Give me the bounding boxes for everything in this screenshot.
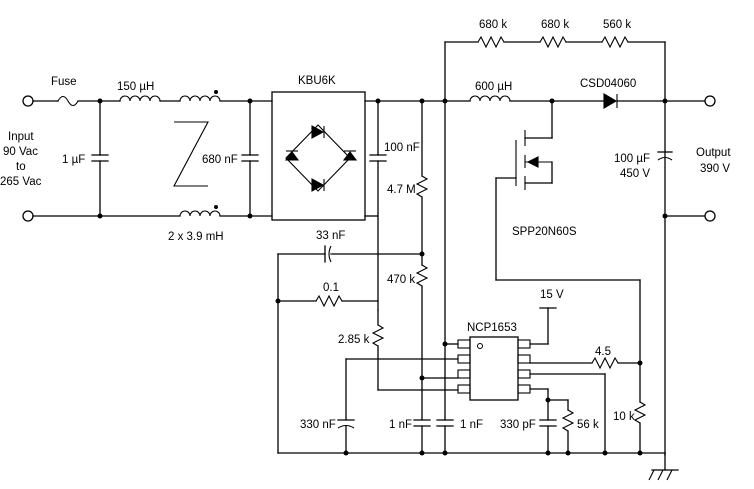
label-input-1: Input xyxy=(8,131,34,143)
label-choke: 2 x 3.9 mH xyxy=(168,231,224,243)
label-res-4r5: 4.5 xyxy=(595,346,611,358)
label-bridge: KBU6K xyxy=(298,75,336,87)
label-res-560k: 560 k xyxy=(603,19,631,31)
label-cap-1n-a: 1 nF xyxy=(389,419,412,431)
choke-top xyxy=(179,95,221,102)
label-cap-680n: 680 nF xyxy=(202,154,238,166)
bridge-rectifier: KBU6K xyxy=(271,75,366,221)
label-input-3: to xyxy=(16,161,26,173)
label-cap-33n: 33 nF xyxy=(316,230,345,242)
ic-body xyxy=(469,336,519,401)
choke-bottom xyxy=(179,210,221,217)
label-cap-330n: 330 nF xyxy=(300,419,336,431)
inductor-600uh xyxy=(469,95,511,102)
label-mosfet: SPP20N60S xyxy=(512,226,577,238)
label-res-10k: 10 k xyxy=(613,411,635,423)
label-res-2k85: 2.85 k xyxy=(338,334,370,346)
label-input-2: 90 Vac xyxy=(3,146,38,158)
label-output-1: Output xyxy=(696,147,731,159)
label-cap-out-2: 450 V xyxy=(620,168,650,180)
label-inductor-pfc: 600 µH xyxy=(475,81,512,93)
label-res-680k-a: 680 k xyxy=(479,19,507,31)
input-terminal-bottom xyxy=(22,210,34,222)
label-cap-in: 1 µF xyxy=(62,154,85,166)
label-cap-out-1: 100 µF xyxy=(614,153,650,165)
fuse-symbol xyxy=(57,95,79,107)
label-cap-1n-b: 1 nF xyxy=(460,419,483,431)
label-cap-100n: 100 nF xyxy=(384,142,420,154)
output-terminal-top xyxy=(704,95,716,107)
label-diode-out: CSD04060 xyxy=(580,78,636,90)
label-fuse: Fuse xyxy=(51,76,77,88)
label-ic: NCP1653 xyxy=(467,322,517,334)
inductor-150uh xyxy=(119,95,161,102)
diode-csd04060 xyxy=(603,93,618,109)
controller-section: NCP1653 15 V 4.5 10 k xyxy=(277,289,679,481)
label-inductor-in: 150 µH xyxy=(117,81,154,93)
label-output-2: 390 V xyxy=(700,163,730,175)
label-res-680k-b: 680 k xyxy=(541,19,569,31)
output-terminal-bottom xyxy=(704,210,716,222)
label-res-4m7: 4.7 M xyxy=(387,184,416,196)
input-section: Fuse Input 90 Vac to 265 Vac 150 µH 1 µF… xyxy=(0,76,273,243)
pfc-stage: 100 nF 4.7 M 470 k 33 nF 0.1 2.85 k xyxy=(275,19,731,456)
label-res-470k: 470 k xyxy=(387,274,415,286)
label-cap-330p: 330 pF xyxy=(500,419,536,431)
label-res-56k: 56 k xyxy=(577,419,599,431)
label-input-4: 265 Vac xyxy=(0,176,42,188)
label-res-0r1: 0.1 xyxy=(323,282,339,294)
input-terminal-top xyxy=(22,95,34,107)
label-vcc: 15 V xyxy=(540,289,564,301)
choke-core-z xyxy=(173,121,209,187)
